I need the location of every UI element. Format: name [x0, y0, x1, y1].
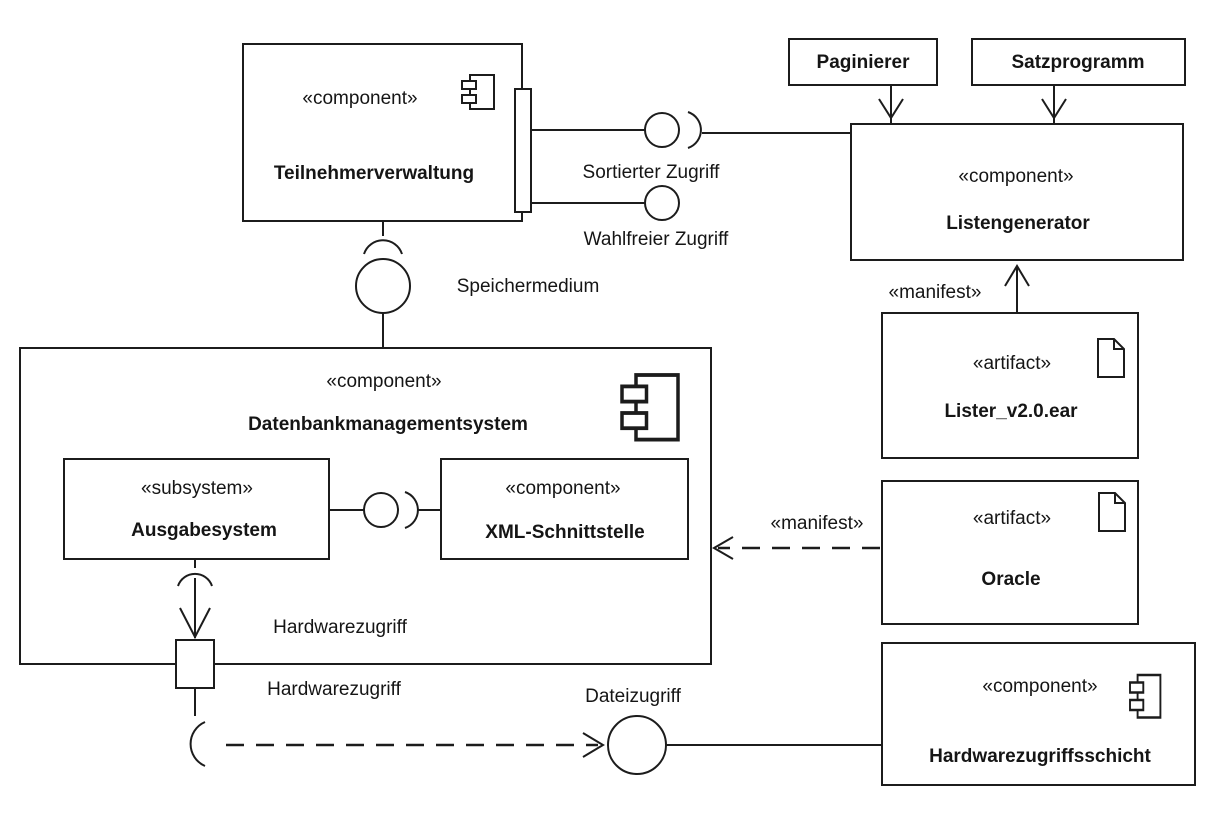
artifact-icon — [1098, 492, 1126, 532]
paginierer-name: Paginierer — [817, 52, 911, 73]
manifest-oracle-label: «manifest» — [771, 513, 864, 534]
teilnehmerverwaltung-name: Teilnehmerverwaltung — [274, 163, 474, 184]
hardwarezugriffsschicht-stereotype: «component» — [982, 676, 1097, 697]
oracle-name: Oracle — [981, 569, 1040, 590]
hardwarezugriff-inner-socket — [177, 572, 213, 587]
hardwarezugriff-inner-arrow — [179, 607, 211, 640]
dateizugriff-arrow — [582, 732, 605, 758]
listengenerator-stereotype: «component» — [958, 166, 1073, 187]
manifest-lister-label: «manifest» — [889, 282, 982, 303]
hardwarezugriff-socket — [189, 721, 206, 767]
paginierer-box: Paginierer — [788, 38, 938, 86]
hardwarezugriff-port-label: Hardwarezugriff — [267, 679, 401, 700]
hardwarezugriffsschicht-name: Hardwarezugriffsschicht — [929, 746, 1151, 767]
dateizugriff-label: Dateizugriff — [585, 686, 681, 707]
hardwarezugriff-inner-label: Hardwarezugriff — [273, 617, 407, 638]
wahlfreier-zugriff-lollipop — [644, 185, 680, 221]
sortierter-zugriff-socket — [687, 111, 702, 149]
satzprogramm-arrow — [1041, 98, 1067, 120]
ausgabesystem-stereotype: «subsystem» — [141, 478, 253, 499]
xml-schnittstelle-component: «component» XML-Schnittstelle — [440, 458, 689, 560]
wahlfreier-zugriff-label: Wahlfreier Zugriff — [584, 229, 729, 250]
listengenerator-name: Listengenerator — [946, 213, 1090, 234]
paginierer-arrow — [878, 98, 904, 120]
dateizugriff-lollipop — [607, 715, 667, 775]
satzprogramm-name: Satzprogramm — [1011, 52, 1144, 73]
sortierter-zugriff-label: Sortierter Zugriff — [583, 162, 721, 183]
hardwarezugriffsschicht-component: «component» Hardwarezugriffsschicht — [881, 642, 1196, 786]
artifact-icon — [1097, 338, 1125, 378]
xml-socket — [404, 491, 419, 529]
xml-schnittstelle-stereotype: «component» — [505, 478, 620, 499]
listengenerator-component: «component» Listengenerator — [850, 123, 1184, 261]
sortierter-zugriff-lollipop — [644, 112, 680, 148]
lister-artifact: «artifact» Lister_v2.0.ear — [881, 312, 1139, 459]
oracle-artifact: «artifact» Oracle — [881, 480, 1139, 625]
manifest-oracle-arrow — [712, 536, 734, 560]
teilnehmerverwaltung-component: «component» Teilnehmerverwaltung — [242, 43, 523, 222]
xml-lollipop — [363, 492, 399, 528]
hardwarezugriff-port — [175, 639, 215, 689]
manifest-lister-arrow — [1004, 264, 1030, 287]
xml-schnittstelle-name: XML-Schnittstelle — [485, 522, 644, 543]
speichermedium-lollipop — [355, 258, 411, 314]
lister-name: Lister_v2.0.ear — [944, 401, 1078, 422]
teilnehmerverwaltung-port — [514, 88, 532, 213]
dbms-name: Datenbankmanagementsystem — [248, 414, 528, 435]
speichermedium-label: Speichermedium — [457, 276, 600, 297]
dbms-stereotype: «component» — [326, 371, 441, 392]
satzprogramm-box: Satzprogramm — [971, 38, 1186, 86]
ausgabesystem-name: Ausgabesystem — [131, 520, 277, 541]
ausgabesystem-subsystem: «subsystem» Ausgabesystem — [63, 458, 330, 560]
teilnehmerverwaltung-stereotype: «component» — [302, 88, 417, 109]
speichermedium-socket — [363, 239, 403, 255]
lister-stereotype: «artifact» — [973, 353, 1051, 374]
oracle-stereotype: «artifact» — [973, 508, 1051, 529]
